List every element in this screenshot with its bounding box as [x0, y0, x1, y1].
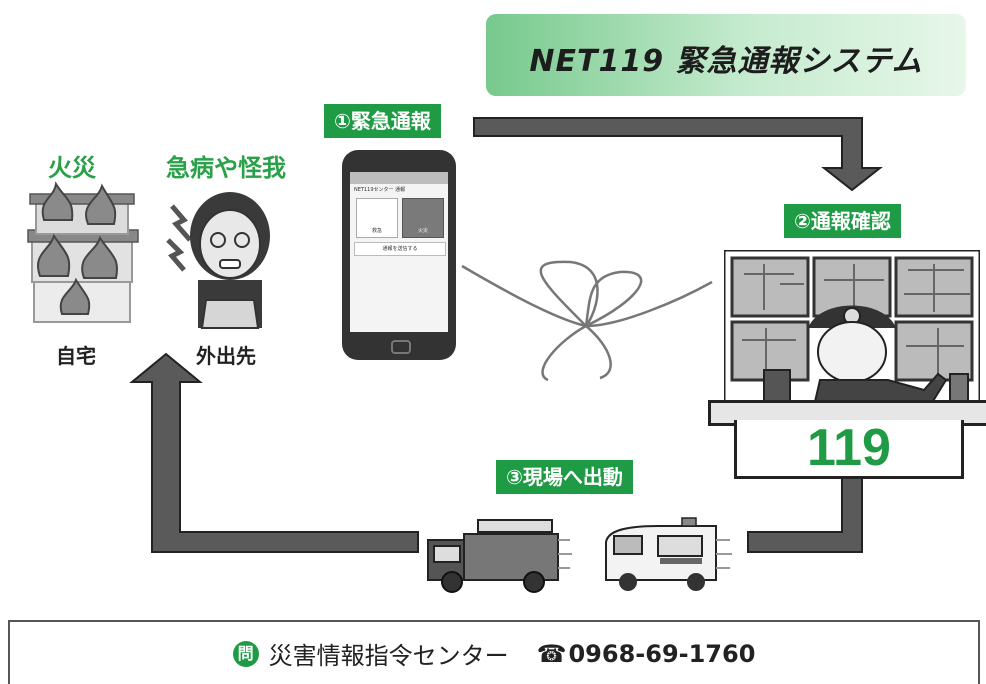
phone-button1-label: 救急 — [371, 228, 382, 234]
control-center-icon — [724, 250, 980, 416]
department-name: 災害情報指令センター — [268, 642, 509, 670]
smartphone: NET119センター 通報 救急 火災 通報を送信する — [342, 150, 456, 360]
ribbon-bow-icon — [461, 260, 713, 382]
desk-119-number: 119 — [807, 419, 891, 477]
burning-house-icon — [27, 181, 139, 323]
step1-label: ①緊急通報 — [324, 104, 441, 138]
fire-truck-icon — [427, 519, 572, 593]
home-label: 自宅 — [56, 344, 96, 368]
phone-appbar — [350, 172, 448, 184]
phone-home-button — [391, 340, 411, 354]
phone-button2-label: 火災 — [417, 228, 428, 234]
phone-number[interactable]: 0968-69-1760 — [568, 639, 756, 668]
arrow-to-home — [129, 352, 419, 553]
contact-footer: 問災害情報指令センター ☎0968-69-1760 — [8, 620, 980, 684]
step3-label: ③現場へ出動 — [496, 460, 633, 494]
phone-icon: ☎ — [536, 639, 567, 668]
phone-screen: NET119センター 通報 救急 火災 通報を送信する — [350, 172, 448, 332]
phone-header-text: NET119センター 通報 — [354, 187, 406, 193]
title-banner: NET119 緊急通報システム — [486, 14, 966, 96]
arrow-to-center — [473, 117, 883, 192]
diagram-title: NET119 緊急通報システム — [529, 44, 923, 79]
flow-arrows — [129, 117, 883, 553]
contact-line: 問災害情報指令センター ☎0968-69-1760 — [10, 636, 978, 671]
fire-category-label: 火災 — [48, 154, 96, 182]
illness-category-label: 急病や怪我 — [166, 154, 286, 182]
ambulance-icon — [605, 517, 732, 591]
desk-front: 119 — [734, 419, 964, 479]
phone-send-bar[interactable]: 通報を送信する — [354, 242, 446, 256]
phone-fire-button[interactable]: 火災 — [402, 198, 444, 238]
outside-label: 外出先 — [196, 344, 256, 368]
phone-ambulance-button[interactable]: 救急 — [356, 198, 398, 238]
inquiry-icon: 問 — [232, 640, 259, 667]
distressed-person-icon — [166, 192, 270, 329]
step2-label: ②通報確認 — [784, 204, 901, 238]
arrow-dispatch-bottom — [747, 477, 863, 553]
